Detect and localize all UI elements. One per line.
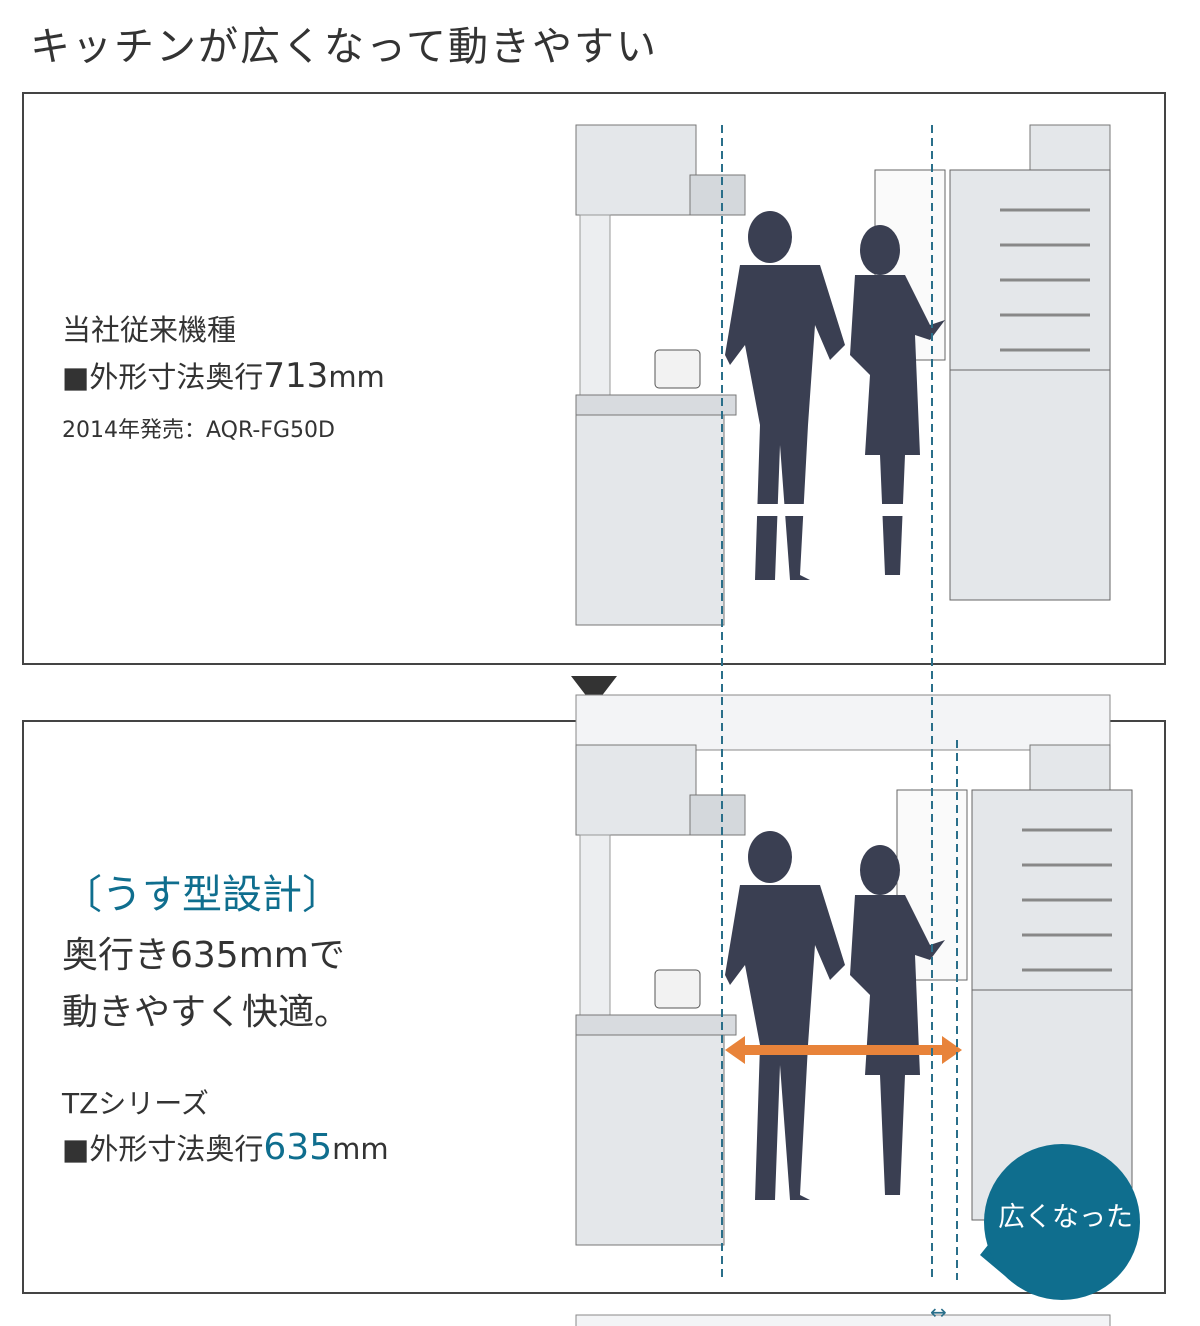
man-silhouette	[725, 265, 845, 580]
double-arrow-icon: ↔	[930, 1300, 947, 1324]
spec-value: 713	[263, 356, 329, 396]
before-spec: ■外形寸法奥行713mm	[62, 354, 385, 396]
page-title: キッチンが広くなって動きやすい	[30, 24, 658, 70]
countertop	[575, 394, 737, 416]
woman-silhouette	[850, 275, 945, 575]
floor	[575, 694, 1111, 751]
backsplash	[579, 214, 611, 396]
range-hood	[689, 794, 746, 836]
pot-icon	[654, 969, 701, 1009]
arrow-head-right	[920, 496, 940, 524]
spec-unit: mm	[328, 360, 385, 394]
backsplash	[579, 834, 611, 1016]
before-label: 当社従来機種	[62, 313, 237, 347]
spec-unit: mm	[332, 1132, 389, 1166]
upper-cabinet	[575, 744, 697, 836]
arrow-head-right	[942, 1036, 962, 1064]
man-head	[748, 831, 792, 883]
after-line2: 動きやすく快適。	[62, 992, 351, 1033]
refrigerator	[949, 169, 1111, 601]
bubble-text: 広くなった	[998, 1202, 1133, 1233]
countertop	[575, 1014, 737, 1036]
before-release: 2014年発売：AQR-FG50D	[62, 418, 335, 443]
base-cabinet	[575, 1034, 725, 1246]
woman-head	[860, 225, 900, 275]
upper-cabinet	[575, 124, 697, 216]
base-cabinet	[575, 414, 725, 626]
after-spec: ■外形寸法奥行635mm	[62, 1126, 389, 1168]
woman-head	[860, 845, 900, 895]
wall-column	[1029, 744, 1111, 796]
spec-value: 635	[263, 1127, 333, 1168]
after-line1: 奥行き635mmで	[62, 935, 345, 976]
after-series: TZシリーズ	[62, 1087, 209, 1120]
floor	[575, 1314, 1111, 1326]
speech-bubble-body	[984, 1144, 1140, 1300]
man-head	[748, 211, 792, 263]
pot-icon	[654, 349, 701, 389]
kitchen-scene	[575, 124, 1111, 751]
spec-prefix: ■外形寸法奥行	[62, 360, 264, 394]
arrow-head-left	[725, 496, 745, 524]
range-hood	[689, 174, 746, 216]
after-headline: 〔うす型設計〕	[62, 872, 342, 918]
man-silhouette	[725, 885, 845, 1200]
spec-prefix: ■外形寸法奥行	[62, 1132, 264, 1166]
wall-column	[1029, 124, 1111, 176]
arrow-head-left	[725, 1036, 745, 1064]
